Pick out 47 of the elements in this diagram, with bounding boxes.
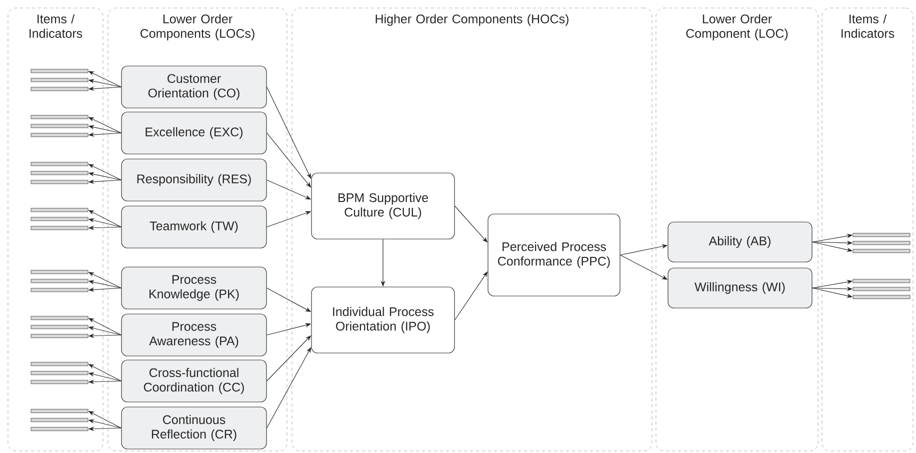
indicator-bar bbox=[30, 78, 88, 82]
indicator-bar bbox=[30, 115, 88, 119]
indicator-bar bbox=[30, 69, 88, 73]
indicator-bar bbox=[30, 362, 88, 366]
component-box: Customer Orientation (CO) bbox=[121, 66, 267, 108]
component-box: Responsibility (RES) bbox=[121, 158, 267, 202]
indicator-bar bbox=[30, 380, 88, 384]
component-box: Cross-functional Coordination (CC) bbox=[121, 360, 267, 402]
component-box: Perceived Process Conformance (PPC) bbox=[488, 214, 620, 296]
indicator-bar bbox=[30, 133, 88, 137]
indicator-bar bbox=[30, 226, 88, 230]
indicator-bar bbox=[852, 241, 910, 245]
indicator-bar bbox=[30, 270, 88, 274]
arrow bbox=[266, 86, 312, 179]
component-box: Willingness (WI) bbox=[668, 268, 812, 308]
indicator-bar bbox=[30, 427, 88, 431]
component-box: BPM Supportive Culture (CUL) bbox=[311, 172, 455, 240]
component-box: Excellence (EXC) bbox=[121, 112, 267, 154]
indicator-bar bbox=[852, 295, 910, 299]
indicator-bar bbox=[852, 287, 910, 291]
indicator-bar bbox=[30, 180, 88, 184]
indicator-bar bbox=[30, 208, 88, 212]
component-box: Individual Process Orientation (IPO) bbox=[311, 286, 455, 354]
indicator-bar bbox=[852, 249, 910, 253]
component-box: Process Awareness (PA) bbox=[121, 314, 267, 356]
indicator-bar bbox=[30, 217, 88, 221]
indicator-bar bbox=[30, 409, 88, 413]
indicator-bar bbox=[852, 279, 910, 283]
component-box: Continuous Reflection (CR) bbox=[121, 406, 267, 450]
column-panel: Items / Indicators bbox=[8, 8, 104, 452]
column-panel: Items / Indicators bbox=[822, 8, 914, 452]
indicator-bar bbox=[30, 162, 88, 166]
indicator-bar bbox=[30, 325, 88, 329]
indicator-bar bbox=[30, 418, 88, 422]
arrow bbox=[266, 347, 312, 428]
component-box: Ability (AB) bbox=[668, 222, 812, 262]
indicator-bar bbox=[30, 288, 88, 292]
indicator-bar bbox=[30, 316, 88, 320]
indicator-bar bbox=[30, 124, 88, 128]
indicator-bar bbox=[852, 233, 910, 237]
indicator-bar bbox=[30, 87, 88, 91]
component-box: Teamwork (TW) bbox=[121, 206, 267, 248]
component-box: Process Knowledge (PK) bbox=[121, 266, 267, 310]
indicator-bar bbox=[30, 171, 88, 175]
indicator-bar bbox=[30, 279, 88, 283]
indicator-bar bbox=[30, 371, 88, 375]
indicator-bar bbox=[30, 334, 88, 338]
